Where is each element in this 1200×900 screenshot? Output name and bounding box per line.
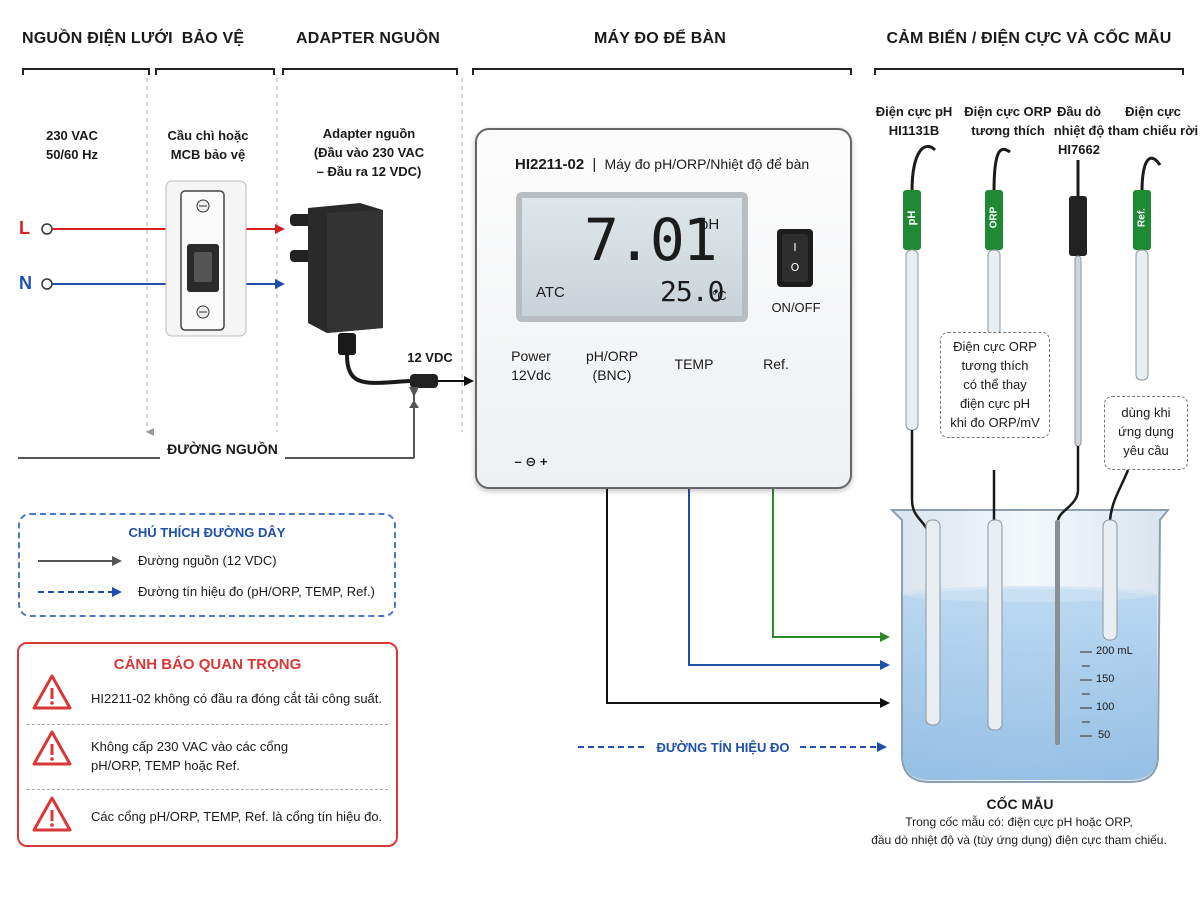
warning-item-3: Các cổng pH/ORP, TEMP, Ref. là cổng tín …	[91, 809, 383, 824]
meter-title: HI2211-02 | Máy đo pH/ORP/Nhiệt độ để bà…	[515, 156, 809, 173]
port-ph-label: pH/ORP (BNC)	[585, 348, 639, 383]
header-sensors: CẢM BIẾN / ĐIỆN CỰC VÀ CỐC MẪU	[886, 30, 1172, 47]
temp-probe-label: Đầu dò nhiệt độ HI7662	[1053, 104, 1105, 157]
port-power-label: Power 12Vdc	[511, 348, 551, 383]
orp-electrode-body-text: ORP	[988, 206, 1000, 229]
warning-divider	[27, 724, 388, 725]
warning-divider	[27, 789, 388, 790]
header-grid: NGUỒN ĐIỆN LƯỚI	[22, 30, 173, 47]
ref-electrode-body-text: Ref.	[1136, 208, 1148, 227]
warning-icon	[32, 796, 72, 832]
beaker-description: Trong cốc mẫu có: điện cực pH hoặc ORP, …	[871, 815, 1167, 847]
switch-label: ON/OFF	[771, 300, 821, 315]
power-adapter-icon	[290, 203, 474, 388]
legend-box: CHÚ THÍCH ĐƯỜNG DÂY Đường nguồn (12 VDC)…	[18, 513, 396, 617]
adapter-label: Adapter nguồn (Đầu vào 230 VAC – Đầu ra …	[313, 126, 425, 179]
beaker-mark-100: 100	[1096, 701, 1115, 713]
warning-title: CẢNH BÁO QUAN TRỌNG	[113, 656, 302, 673]
beaker-mark-200: 200 mL	[1096, 645, 1133, 657]
port-ref-label: Ref.	[763, 356, 789, 372]
header-sensors-bracket	[874, 68, 1184, 75]
header-protection: BẢO VỆ	[181, 30, 245, 47]
signal-cables	[603, 452, 890, 708]
lcd-reading-unit: pH	[700, 216, 720, 233]
port-power-polarity: – ⊖ +	[514, 454, 548, 469]
lcd-temperature-unit: °C	[712, 288, 727, 303]
meter-model: HI2211-02	[515, 156, 585, 173]
beaker-title: CỐC MẪU	[986, 796, 1054, 812]
ph-electrode-label: Điện cực pH HI1131B	[875, 104, 953, 138]
switch-rocker[interactable]: I O	[782, 234, 808, 282]
grid-voltage-label: 230 VAC 50/60 Hz	[45, 128, 99, 162]
meter-separator: |	[592, 156, 597, 173]
on-off-switch[interactable]: I O	[777, 229, 813, 287]
electrodes	[903, 144, 1162, 745]
adapter-output-label: 12 VDC	[407, 350, 453, 365]
warning-icon	[32, 730, 72, 766]
ref-electrode-label: Điện cực tham chiếu rời	[1107, 104, 1199, 138]
orp-note-bubble: Điện cực ORP tương thích có thể thay điệ…	[940, 332, 1050, 438]
mcb-breaker-icon	[165, 180, 247, 337]
protection-label: Cầu chì hoặc MCB bảo vệ	[167, 128, 249, 162]
lcd-main-reading: 7.01	[584, 206, 718, 274]
legend-signal-text: Đường tín hiệu đo (pH/ORP, TEMP, Ref.)	[138, 584, 375, 599]
ref-note-bubble: dùng khi ứng dụng yêu cầu	[1104, 396, 1188, 470]
header-meter-bracket	[472, 68, 852, 75]
legend-title: CHÚ THÍCH ĐƯỜNG DÂY	[128, 525, 286, 540]
meter-description: Máy đo pH/ORP/Nhiệt độ để bàn	[604, 156, 810, 172]
legend-power-text: Đường nguồn (12 VDC)	[138, 553, 277, 568]
warning-icon	[32, 674, 72, 710]
beaker-drawing	[889, 509, 1171, 783]
warning-box: CẢNH BÁO QUAN TRỌNG HI2211-02 không có đ…	[17, 642, 398, 847]
lcd-atc-indicator: ATC	[536, 284, 565, 301]
line-l-label: L	[19, 218, 30, 238]
port-temp-label: TEMP	[674, 356, 714, 372]
header-protection-bracket	[155, 68, 275, 75]
header-adapter: ADAPTER NGUỒN	[296, 30, 440, 47]
beaker-mark-50: 50	[1098, 729, 1111, 741]
switch-off-mark: O	[790, 261, 800, 274]
switch-on-mark: I	[793, 241, 797, 254]
power-path-label: ĐƯỜNG NGUỒN	[167, 441, 278, 457]
warning-item-2: Không cấp 230 VAC vào các cổng pH/ORP, T…	[91, 739, 289, 773]
signal-path-label: ĐƯỜNG TÍN HIỆU ĐO	[656, 740, 790, 755]
column-separators	[146, 78, 463, 436]
beaker-mark-150: 150	[1096, 673, 1115, 685]
warning-item-1: HI2211-02 không có đầu ra đóng cắt tải c…	[91, 691, 383, 706]
lcd-temperature: 25.0	[660, 275, 724, 308]
orp-electrode-label: Điện cực ORP tương thích	[964, 104, 1052, 138]
ph-electrode-body-text: pH	[906, 210, 918, 226]
lcd-display	[516, 192, 748, 322]
mains-lines	[41, 223, 285, 290]
warning-icons	[32, 674, 72, 832]
line-n-label: N	[19, 273, 32, 293]
header-meter: MÁY ĐO ĐỂ BÀN	[593, 30, 727, 47]
header-adapter-bracket	[282, 68, 458, 75]
header-grid-bracket	[22, 68, 150, 75]
